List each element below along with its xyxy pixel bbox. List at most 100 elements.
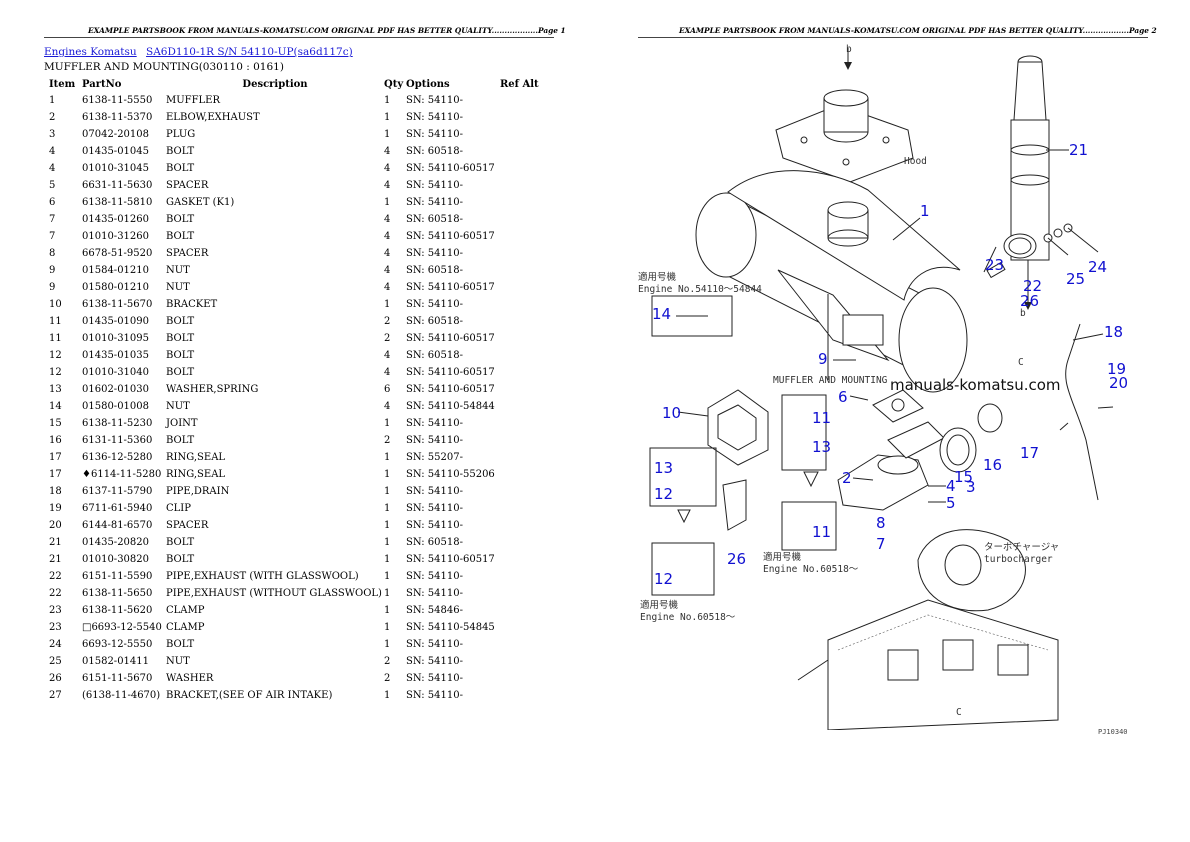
- bracket-27-drawing: [722, 479, 747, 531]
- leader-lines: [676, 149, 1114, 503]
- cell-qty: 1: [384, 588, 391, 599]
- cell-description: BOLT: [166, 146, 195, 157]
- cell-refalt: [500, 177, 550, 194]
- cell-item: 5: [49, 180, 56, 191]
- cell-options: SN: 54110-: [406, 639, 463, 650]
- cell-options: SN: 60518-: [406, 146, 463, 157]
- cell-options: SN: 54846-: [406, 605, 463, 616]
- cell-options: SN: 54110-60517: [406, 384, 495, 395]
- cell-partno: 6138-11-5550: [82, 95, 153, 106]
- inset-box-14: [651, 295, 733, 337]
- breadcrumb-link-model[interactable]: SA6D110-1R S/N 54110-UP(sa6d117c): [146, 46, 353, 58]
- inset-box-12-13: [649, 447, 717, 507]
- cell-item: 17: [49, 469, 62, 480]
- turbocharger-jp: ターボチャージャ: [984, 542, 1059, 553]
- cell-partno: 01435-01260: [82, 214, 150, 225]
- cell-partno: 6678-51-9520: [82, 248, 153, 259]
- cell-options: SN: 54110-: [406, 129, 463, 140]
- cell-description: BOLT: [166, 554, 195, 565]
- cell-qty: 2: [384, 435, 391, 446]
- cell-refalt: [500, 636, 550, 653]
- cell-options: SN: 54110-55206: [406, 469, 495, 480]
- cell-description: PIPE,EXHAUST (WITH GLASSWOOL): [166, 571, 359, 582]
- cell-options: SN: 54110-60517: [406, 231, 495, 242]
- cell-options: SN: 60518-: [406, 316, 463, 327]
- engine-note-3: Engine No.60518～: [640, 612, 736, 623]
- cell-qty: 1: [384, 112, 391, 123]
- cell-item: 23: [49, 605, 62, 616]
- inset-box-11b: [781, 501, 837, 551]
- cell-refalt: [500, 194, 550, 211]
- cell-item: 9: [49, 282, 56, 293]
- col-header-item: Item: [49, 79, 76, 90]
- cell-partno: 01580-01008: [82, 401, 150, 412]
- cell-refalt: [500, 245, 550, 262]
- breadcrumb-link-engines[interactable]: Engines Komatsu: [44, 46, 137, 58]
- cell-item: 22: [49, 588, 62, 599]
- cell-description: BOLT: [166, 333, 195, 344]
- callout-label: 11: [812, 409, 831, 427]
- col-header-partno: PartNo: [82, 79, 122, 90]
- cell-description: JOINT: [166, 418, 198, 429]
- cell-options: SN: 54110-60517: [406, 282, 495, 293]
- cell-qty: 2: [384, 656, 391, 667]
- cell-item: 26: [49, 673, 62, 684]
- cell-description: NUT: [166, 401, 190, 412]
- callout-label: 18: [1104, 323, 1123, 341]
- cell-description: PIPE,DRAIN: [166, 486, 230, 497]
- cell-description: BOLT: [166, 367, 195, 378]
- cell-partno: 01435-20820: [82, 537, 150, 548]
- cell-partno: (6138-11-4670): [82, 690, 161, 701]
- engine-block-drawing: [797, 529, 1059, 730]
- cell-partno: 01580-01210: [82, 282, 150, 293]
- cell-qty: 1: [384, 554, 391, 565]
- callout-label: 12: [654, 485, 673, 503]
- cell-item: 4: [49, 146, 56, 157]
- hood-label: Hood: [904, 156, 927, 167]
- cell-refalt: [500, 466, 550, 483]
- inset-box-11-13: [781, 394, 827, 471]
- cell-description: NUT: [166, 265, 190, 276]
- callout-label: 1: [920, 202, 930, 220]
- cell-partno: 01582-01411: [82, 656, 150, 667]
- cell-options: SN: 54110-: [406, 418, 463, 429]
- cell-description: MUFFLER: [166, 95, 221, 106]
- top-flange-drawing: [775, 48, 914, 183]
- cell-item: 6: [49, 197, 56, 208]
- callout-label: 23: [985, 256, 1004, 274]
- cell-options: SN: 54110-: [406, 503, 463, 514]
- cell-partno: 6138-11-5620: [82, 605, 153, 616]
- cell-qty: 1: [384, 197, 391, 208]
- page2-header-rule: [638, 37, 1148, 38]
- cell-refalt: [500, 483, 550, 500]
- callout-label: 16: [983, 456, 1002, 474]
- cell-qty: 1: [384, 622, 391, 633]
- cell-partno: 6138-11-5810: [82, 197, 153, 208]
- cell-description: BOLT: [166, 214, 195, 225]
- cell-description: CLAMP: [166, 605, 205, 616]
- cell-qty: 1: [384, 418, 391, 429]
- cell-partno: 6138-11-5230: [82, 418, 153, 429]
- col-header-description: Description: [242, 79, 308, 90]
- letter-b-top: b: [846, 44, 852, 55]
- cell-partno: 07042-20108: [82, 129, 150, 140]
- callout-label: 19: [1107, 360, 1126, 378]
- cell-options: SN: 54110-: [406, 248, 463, 259]
- cell-item: 7: [49, 214, 56, 225]
- parts-table: Item PartNo Description Qty Options Ref …: [44, 77, 550, 704]
- table-header-row: Item PartNo Description Qty Options Ref …: [44, 77, 550, 92]
- cell-refalt: [500, 670, 550, 687]
- cell-refalt: [500, 381, 550, 398]
- cell-partno: 6151-11-5670: [82, 673, 153, 684]
